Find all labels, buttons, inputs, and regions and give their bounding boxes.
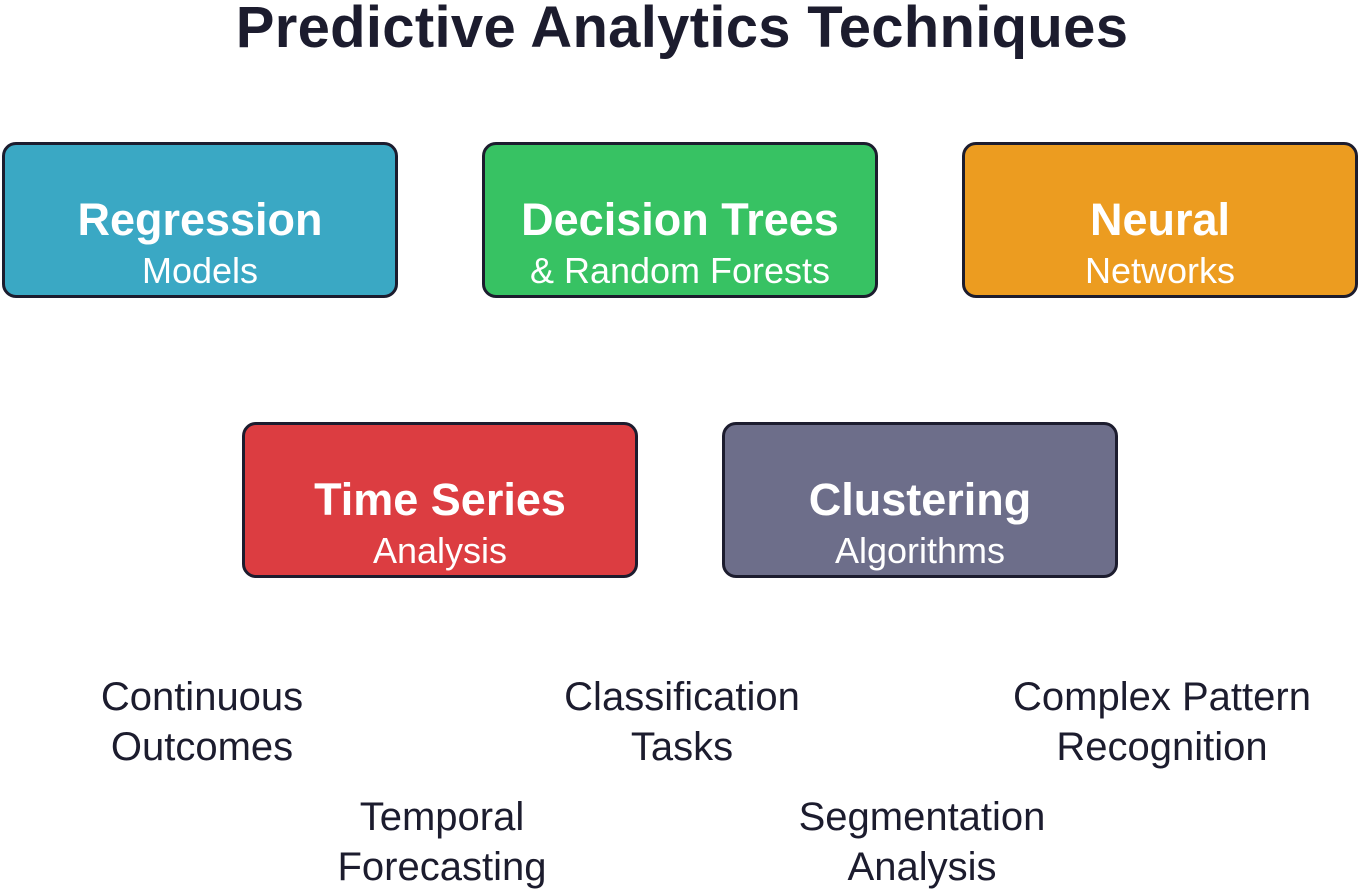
description-complex-pattern-recognition: Complex Pattern Recognition [962, 672, 1362, 772]
description-line: Classification [564, 675, 800, 719]
technique-box-regression: Regression Models [2, 142, 398, 298]
technique-name: Regression [77, 194, 323, 245]
description-classification-tasks: Classification Tasks [482, 672, 882, 772]
technique-box-time-series: Time Series Analysis [242, 422, 638, 578]
description-segmentation-analysis: Segmentation Analysis [722, 792, 1122, 892]
description-line: Outcomes [110, 725, 294, 769]
description-line: Continuous [100, 675, 304, 719]
technique-subtitle: Networks [1084, 250, 1236, 291]
technique-box-neural-networks: Neural Networks [962, 142, 1358, 298]
technique-box-clustering: Clustering Algorithms [722, 422, 1118, 578]
description-line: Forecasting [337, 845, 547, 889]
diagram-title: Predictive Analytics Techniques [235, 0, 1129, 60]
description-line: Analysis [847, 845, 997, 889]
technique-name: Time Series [314, 474, 566, 525]
description-line: Recognition [1056, 725, 1268, 769]
technique-subtitle: Algorithms [834, 530, 1006, 571]
description-line: Tasks [630, 725, 734, 769]
technique-subtitle: & Random Forests [529, 250, 831, 291]
description-line: Segmentation [798, 795, 1046, 839]
technique-name: Decision Trees [521, 194, 839, 245]
technique-subtitle: Analysis [372, 530, 508, 571]
description-line: Temporal [359, 795, 525, 839]
description-temporal-forecasting: Temporal Forecasting [242, 792, 642, 892]
technique-name: Neural [1089, 194, 1231, 245]
technique-subtitle: Models [141, 250, 259, 291]
technique-box-decision-trees: Decision Trees & Random Forests [482, 142, 878, 298]
technique-name: Clustering [808, 474, 1032, 525]
description-line: Complex Pattern [1013, 675, 1311, 719]
description-continuous-outcomes: Continuous Outcomes [2, 672, 402, 772]
